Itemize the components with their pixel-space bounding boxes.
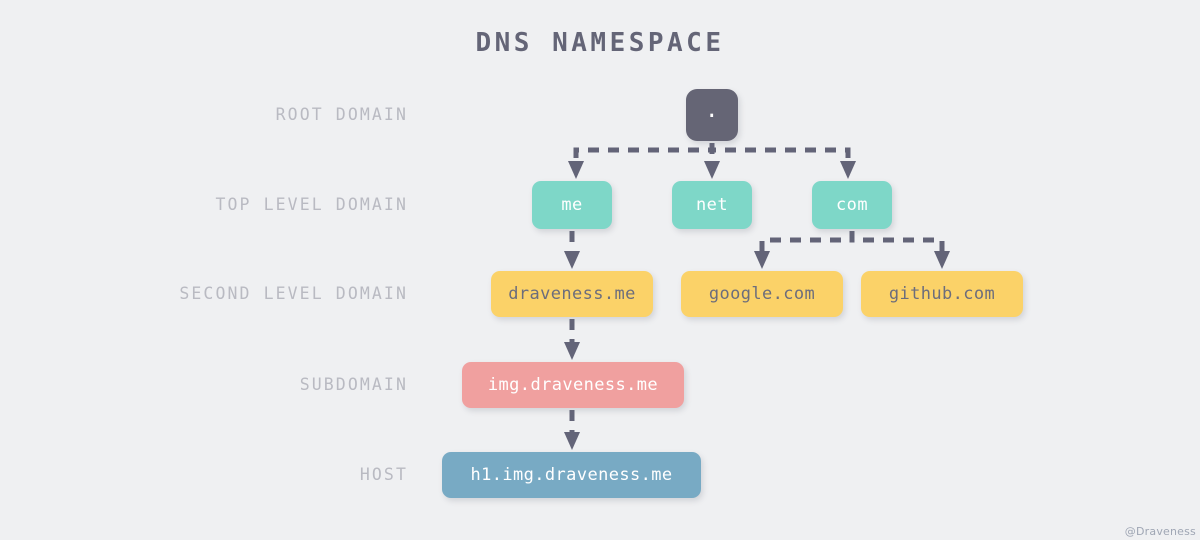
arrowhead-h1-img — [564, 432, 580, 450]
row-label-top-level-domain: TOP LEVEL DOMAIN — [215, 195, 408, 214]
arrowhead-me — [568, 161, 584, 179]
watermark: @Draveness — [1124, 525, 1196, 538]
node-subdomain-img-draveness-me[interactable]: img.draveness.me — [462, 362, 684, 408]
edge-root-to-me — [573, 143, 715, 163]
node-host-h1-img-draveness-me[interactable]: h1.img.draveness.me — [442, 452, 701, 498]
node-tld-com[interactable]: com — [812, 181, 892, 229]
arrowhead-github-com — [934, 251, 950, 269]
node-sld-draveness-me[interactable]: draveness.me — [491, 271, 653, 317]
node-root-domain[interactable]: . — [686, 89, 738, 141]
row-label-root-domain: ROOT DOMAIN — [275, 105, 408, 124]
edge-root-to-com — [709, 143, 851, 163]
row-label-subdomain: SUBDOMAIN — [299, 375, 408, 394]
node-sld-github-com[interactable]: github.com — [861, 271, 1023, 317]
page-title: DNS NAMESPACE — [475, 28, 725, 58]
node-tld-me[interactable]: me — [532, 181, 612, 229]
arrowhead-net — [704, 161, 720, 179]
arrowhead-img-draveness — [564, 342, 580, 360]
row-label-host: HOST — [359, 465, 408, 484]
arrowhead-com — [840, 161, 856, 179]
edge-com-to-github-com — [849, 231, 945, 253]
arrowhead-draveness-me — [564, 251, 580, 269]
edge-com-to-google-com — [759, 231, 855, 253]
node-tld-net[interactable]: net — [672, 181, 752, 229]
arrowhead-google-com — [754, 251, 770, 269]
row-label-second-level-domain: SECOND LEVEL DOMAIN — [179, 284, 408, 303]
node-sld-google-com[interactable]: google.com — [681, 271, 843, 317]
